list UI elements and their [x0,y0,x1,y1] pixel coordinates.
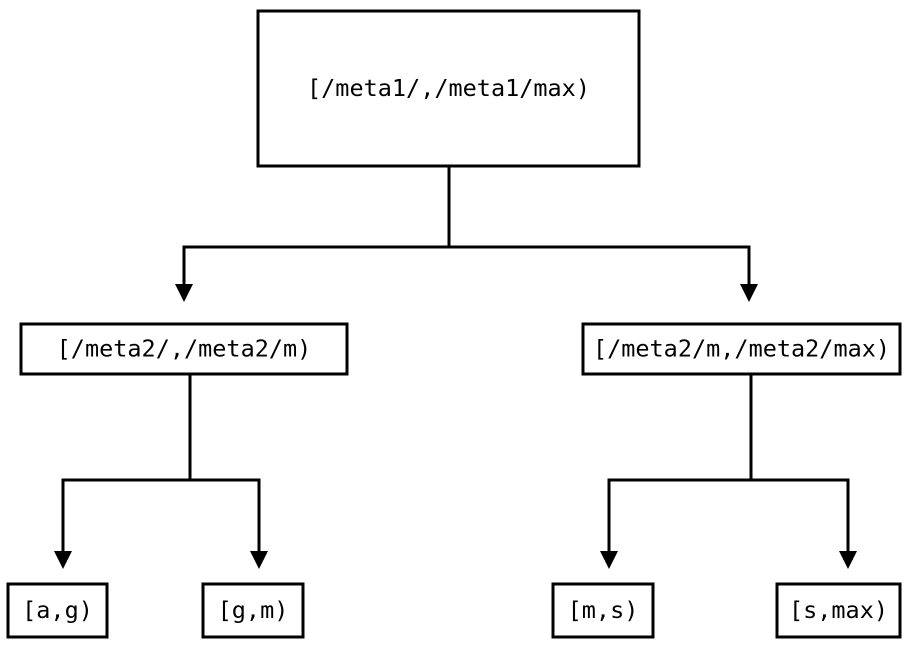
node-label: [m,s) [568,596,639,624]
tree-node-leaf-gm[interactable]: [g,m) [201,582,305,639]
edge-elbow [449,245,751,284]
tree-node-leaf-ag[interactable]: [a,g) [6,582,109,639]
edge-arrowhead-icon [250,551,268,569]
edge-arrowhead-icon [600,551,618,569]
node-box[interactable] [775,582,902,639]
node-box[interactable] [19,322,349,376]
tree-edge [175,166,451,302]
edge-arrowhead-icon [740,284,758,302]
tree-node-leaf-ms[interactable]: [m,s) [551,582,655,639]
tree-node-mid-left[interactable]: [/meta2/,/meta2/m) [19,322,349,376]
node-label: [/meta2/,/meta2/m) [57,335,312,363]
edges-layer [54,166,857,569]
edge-elbow [190,478,261,551]
node-label: [g,m) [218,596,289,624]
node-box[interactable] [551,582,655,639]
edge-elbow [182,245,449,284]
tree-edge [749,374,857,569]
edge-arrowhead-icon [839,551,857,569]
edge-elbow [607,478,751,551]
tree-edge [54,374,192,569]
tree-node-mid-right[interactable]: [/meta2/m,/meta2/max) [581,322,902,376]
edge-elbow [751,478,850,551]
tree-edge [447,166,758,302]
tree-edge [188,374,268,569]
node-box[interactable] [6,582,109,639]
edge-arrowhead-icon [54,551,72,569]
node-label: [a,g) [22,596,93,624]
tree-node-root[interactable]: [/meta1/,/meta1/max) [256,9,641,168]
node-label: [/meta2/m,/meta2/max) [593,335,890,363]
node-box[interactable] [256,9,641,168]
nodes-layer: [/meta1/,/meta1/max) [/meta2/,/meta2/m) [/… [6,9,902,639]
edge-arrowhead-icon [175,284,193,302]
tree-edge [600,374,753,569]
node-box[interactable] [581,322,902,376]
edge-elbow [61,478,190,551]
node-box[interactable] [201,582,305,639]
node-label: [/meta1/,/meta1/max) [307,74,590,102]
node-label: [s,max) [789,596,888,624]
tree-node-leaf-smax[interactable]: [s,max) [775,582,902,639]
